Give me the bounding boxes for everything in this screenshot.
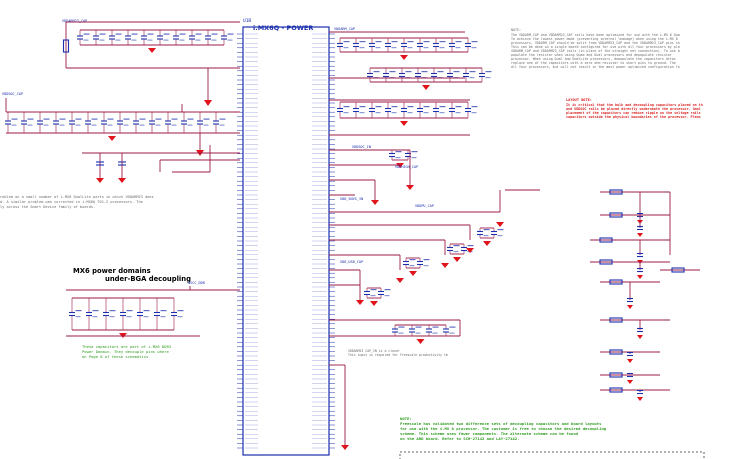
svg-text:roblem on a small number of i.: roblem on a small number of i.MX6 DualLi… — [0, 195, 154, 199]
svg-text:on Page 8 of these schematics: on Page 8 of these schematics — [82, 354, 148, 359]
net-vddarm23-label: VDDARM23_CAP — [62, 19, 87, 23]
svg-text:scheme. This scheme uses fewer: scheme. This scheme uses fewer component… — [400, 431, 579, 436]
svg-text:This can be done on a single b: This can be done on a single board confi… — [511, 45, 680, 49]
ic-reference: U1B — [243, 18, 251, 24]
top-note: NOTE: The VDDARM_CAP and VDDARM23_CAP ra… — [511, 28, 680, 69]
left-small-components — [82, 145, 240, 183]
bottom-note: NOTE: Freescale has validated two differ… — [400, 416, 607, 441]
svg-text:VDD_USB_CAP: VDD_USB_CAP — [340, 260, 363, 264]
svg-text:capacitors outside the physica: capacitors outside the physical boundari… — [566, 115, 701, 119]
svg-text:To achieve the lowest power mo: To achieve the lowest power mode (preven… — [511, 37, 678, 41]
capacitor-note: These capacitors are part of i.MX6 DDR3 … — [82, 344, 171, 359]
right-lower-network: VDDPU_CAP VDD_SNVS_IN VDD_USB_CAP — [329, 189, 540, 337]
svg-text:LAYOUT NOTE:: LAYOUT NOTE: — [566, 98, 592, 102]
ic-title: i.MX6Q - POWER — [253, 24, 313, 32]
svg-text:It is critical that the bulk a: It is critical that the bulk and decoupl… — [566, 103, 703, 107]
ic-pins — [237, 33, 335, 449]
svg-text:and VDDSOC rails be placed dir: and VDDSOC rails be placed directly unde… — [566, 107, 701, 111]
right-rails: VDDARM_CAP VDDSOC_IN VDDHIGH_CAP — [329, 27, 470, 205]
svg-text:replace one of the capacitors: replace one of the capacitors with a zer… — [511, 61, 676, 65]
svg-text:for use with the i.MX 6 proces: for use with the i.MX 6 processor. The c… — [400, 426, 607, 431]
svg-text:VDDSOC_IN: VDDSOC_IN — [352, 145, 371, 149]
svg-text:on the ARD board. Refer to SC: on the ARD board. Refer to SCH-27142 and… — [400, 436, 519, 441]
svg-text:VDDARM23 CAP_IN is a closer: VDDARM23 CAP_IN is a closer — [348, 349, 400, 353]
svg-text:VDDPU_CAP: VDDPU_CAP — [415, 204, 434, 208]
svg-text:VDD_SNVS_IN: VDD_SNVS_IN — [340, 197, 363, 201]
svg-text:populate the resistor when usi: populate the resistor when using Quad an… — [511, 53, 672, 57]
section-heading-line1: MX6 power domains — [73, 267, 151, 275]
right-resistor-network — [590, 189, 700, 401]
svg-text:placement of the capacitors ca: placement of the capacitors can reduce r… — [566, 111, 701, 115]
svg-text:Power Domain. They decouple pi: Power Domain. They decouple pins where — [82, 349, 170, 354]
svg-text:Freescale has validated two di: Freescale has validated two difference s… — [400, 421, 602, 426]
svg-text:VDDHIGH_CAP: VDDHIGH_CAP — [395, 165, 418, 169]
svg-text:ly across the Smart Device fam: ly across the Smart Device family of boa… — [0, 205, 95, 209]
svg-text:These capacitors are part of i: These capacitors are part of i.MX6 DDR3 — [82, 344, 171, 349]
svg-text:NOTE:: NOTE: — [400, 416, 412, 421]
svg-text:processors, VDDARM_CAP should: processors, VDDARM_CAP should be split f… — [511, 41, 680, 45]
svg-text:This input is required for Fre: This input is required for Freescale pro… — [348, 353, 448, 357]
svg-text:VDDARM_CAP and VDDARM23_CAP ra: VDDARM_CAP and VDDARM23_CAP rails (in pl… — [511, 49, 680, 53]
resistor-r1 — [62, 39, 70, 53]
lower-left-rail: NVCC_DDR — [66, 281, 240, 337]
net-vddsoc-cap-label: VDDSOC_CAP — [2, 92, 23, 96]
svg-text:VDDARM_CAP: VDDARM_CAP — [334, 27, 355, 31]
svg-text:The VDDARM_CAP and VDDARM23_CA: The VDDARM_CAP and VDDARM23_CAP rails ha… — [511, 33, 680, 37]
section-heading-line2: under-BGA decoupling — [105, 275, 191, 283]
left-note: roblem on a small number of i.MX6 DualLi… — [0, 195, 154, 209]
left-top-rail: VDDARM23_CAP — [62, 19, 240, 106]
ground-symbol — [204, 100, 212, 106]
ic-ground-tails — [329, 364, 349, 450]
svg-text:NOTE:: NOTE: — [511, 28, 521, 32]
svg-text:all four processors, but will: all four processors, but will not result… — [511, 65, 680, 69]
svg-text:NVCC_DDR: NVCC_DDR — [188, 281, 206, 285]
svg-text:d. A similar problem was corre: d. A similar problem was corrected in i.… — [0, 200, 143, 204]
svg-text:processor. When using Dual and: processor. When using Dual and DualLite … — [511, 57, 676, 61]
layout-note: LAYOUT NOTE: It is critical that the bul… — [566, 98, 703, 119]
dashed-region-box — [399, 451, 705, 459]
